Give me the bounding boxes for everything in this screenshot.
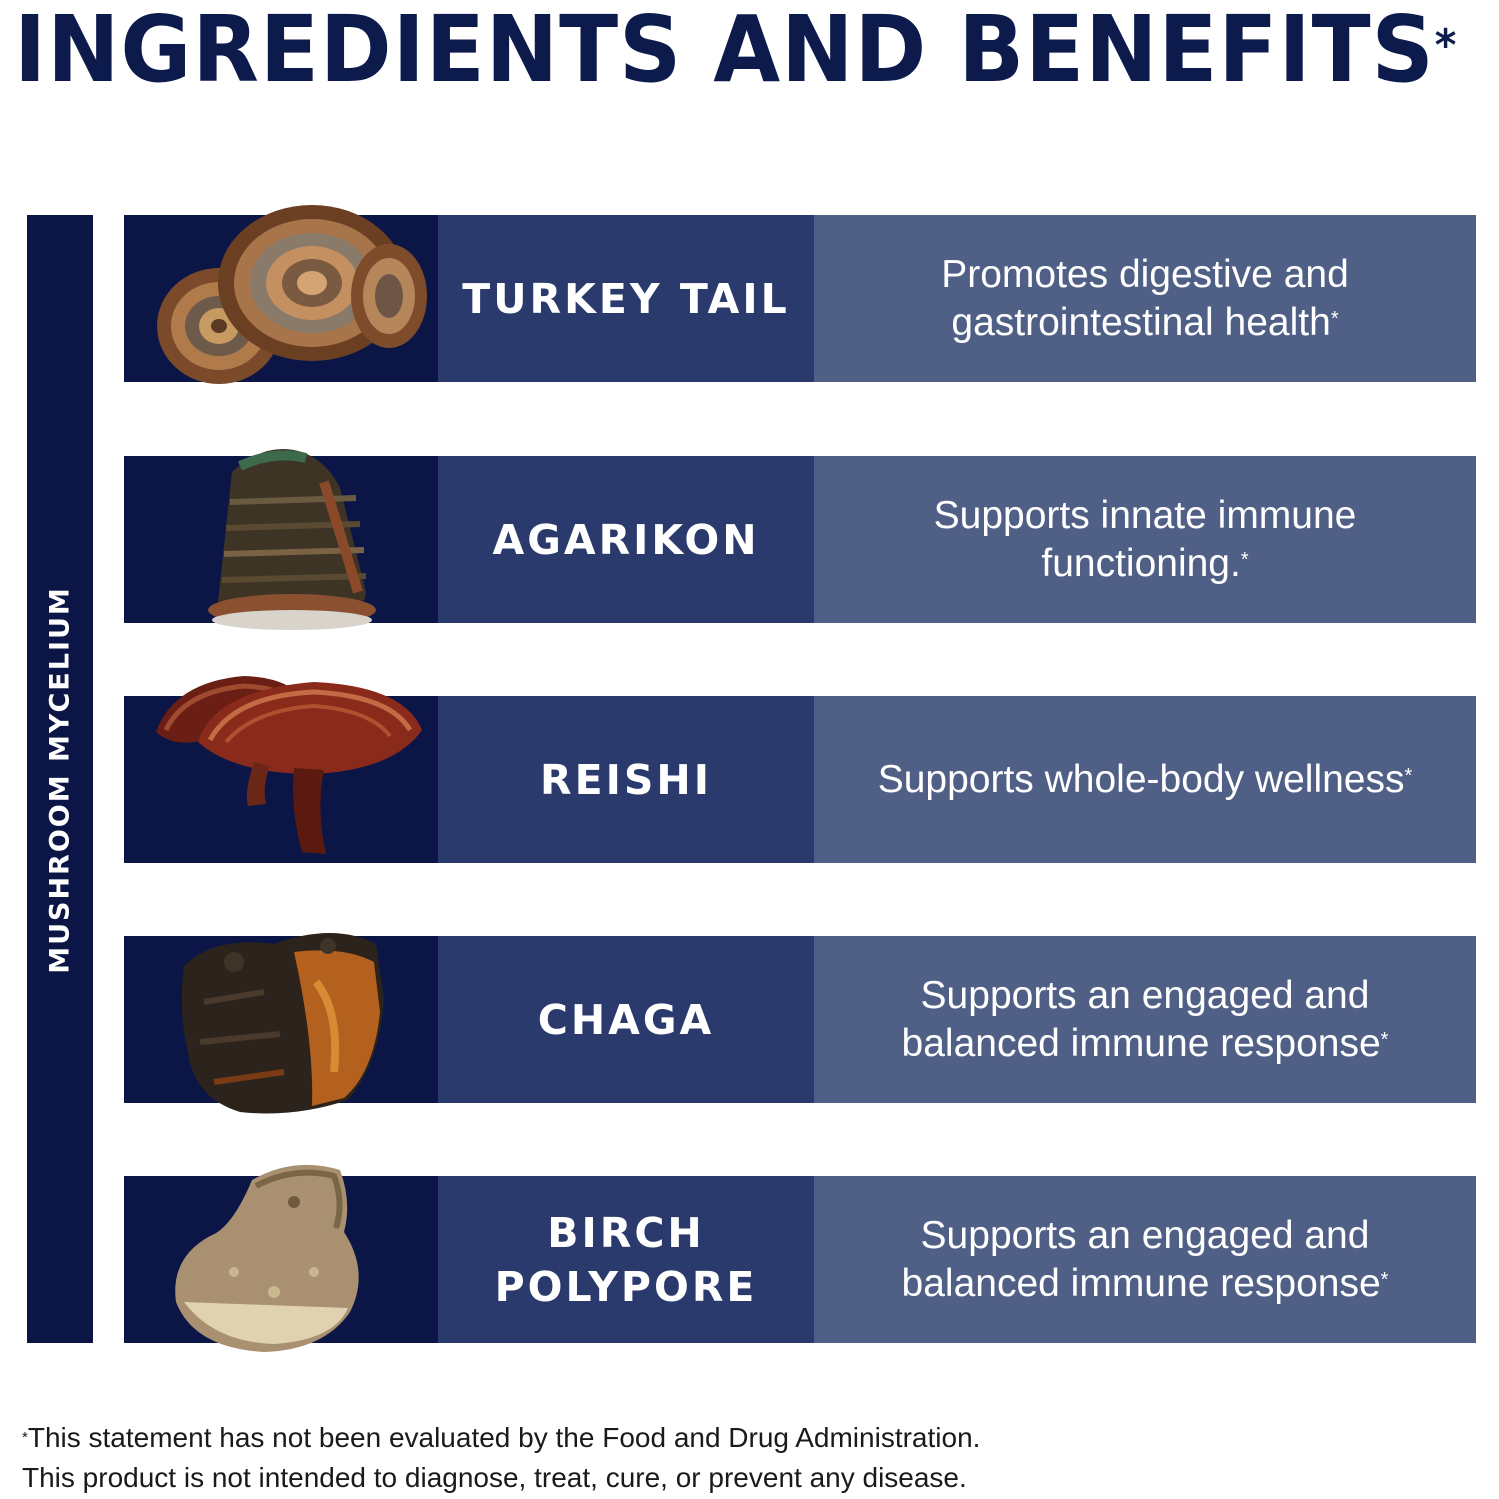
disclaimer-asterisk: *	[22, 1429, 28, 1446]
benefit-asterisk: *	[1380, 1268, 1389, 1291]
ingredient-image-cell	[124, 676, 438, 863]
turkey-tail-mushroom-icon	[157, 205, 427, 384]
ingredient-benefit: Promotes digestive and gastrointestinal …	[865, 251, 1425, 347]
ingredient-image-cell	[124, 205, 438, 384]
benefit-text: Supports an engaged and balanced immune …	[901, 1213, 1381, 1305]
chaga-mushroom-icon	[181, 933, 384, 1114]
page-title: INGREDIENTS AND BENEFITS*	[14, 0, 1456, 100]
ingredient-benefit-cell: Supports an engaged and balanced immune …	[814, 936, 1476, 1103]
ingredient-benefit: Supports innate immune functioning.*	[865, 492, 1425, 588]
ingredient-row-chaga: CHAGA Supports an engaged and balanced i…	[124, 933, 1476, 1114]
benefit-text: Supports an engaged and balanced immune …	[901, 973, 1381, 1065]
page-title-text: INGREDIENTS AND BENEFITS	[14, 0, 1435, 103]
benefit-asterisk: *	[1404, 764, 1413, 787]
ingredient-benefit-cell: Supports innate immune functioning.*	[814, 456, 1476, 623]
ingredient-row-agarikon: AGARIKON Supports innate immune function…	[124, 448, 1476, 630]
ingredient-row-turkey-tail: TURKEY TAIL Promotes digestive and gastr…	[124, 205, 1476, 384]
ingredient-name: AGARIKON	[492, 515, 760, 564]
disclaimer-line-2: This product is not intended to diagnose…	[22, 1462, 967, 1493]
disclaimer-text-1: This statement has not been evaluated by…	[27, 1422, 981, 1453]
benefit-asterisk: *	[1240, 548, 1249, 571]
sidebar-label: MUSHROOM MYCELIUM	[44, 586, 76, 974]
ingredient-name-cell: REISHI	[438, 696, 814, 863]
mushroom-mycelium-sidebar	[27, 215, 93, 1343]
fda-disclaimer: *This statement has not been evaluated b…	[22, 1418, 1482, 1498]
benefit-text: Supports whole-body wellness	[877, 757, 1405, 801]
ingredient-benefit-cell: Promotes digestive and gastrointestinal …	[814, 215, 1476, 382]
disclaimer-line-1: *This statement has not been evaluated b…	[22, 1418, 1482, 1458]
benefit-text: Supports innate immune functioning.	[933, 493, 1357, 585]
ingredient-benefit-cell: Supports an engaged and balanced immune …	[814, 1176, 1476, 1343]
ingredient-benefit: Supports an engaged and balanced immune …	[865, 1212, 1425, 1308]
ingredient-name-cell: BIRCH POLYPORE	[438, 1176, 814, 1343]
ingredient-image-cell	[124, 1164, 438, 1352]
ingredient-image-cell	[124, 933, 438, 1114]
ingredient-name: REISHI	[540, 755, 712, 804]
ingredient-name-cell: CHAGA	[438, 936, 814, 1103]
benefit-text: Promotes digestive and gastrointestinal …	[941, 252, 1349, 344]
ingredient-name: BIRCH POLYPORE	[494, 1208, 758, 1311]
ingredient-benefit-cell: Supports whole-body wellness*	[814, 696, 1476, 863]
ingredient-name: CHAGA	[537, 995, 715, 1044]
benefit-asterisk: *	[1380, 1028, 1389, 1051]
birch-polypore-mushroom-icon	[175, 1164, 359, 1352]
ingredient-image-cell	[124, 448, 438, 630]
ingredient-row-reishi: REISHI Supports whole-body wellness*	[124, 676, 1476, 863]
agarikon-mushroom-icon	[208, 448, 376, 630]
benefit-asterisk: *	[1330, 307, 1339, 330]
ingredient-name-cell: TURKEY TAIL	[438, 215, 814, 382]
ingredient-name-cell: AGARIKON	[438, 456, 814, 623]
ingredient-benefit: Supports an engaged and balanced immune …	[865, 972, 1425, 1068]
reishi-mushroom-icon	[156, 676, 422, 854]
ingredient-benefit: Supports whole-body wellness*	[878, 756, 1413, 804]
ingredient-row-birch-polypore: BIRCH POLYPORE Supports an engaged and b…	[124, 1164, 1476, 1352]
ingredient-name: TURKEY TAIL	[462, 274, 790, 323]
page-title-asterisk: *	[1434, 20, 1458, 71]
